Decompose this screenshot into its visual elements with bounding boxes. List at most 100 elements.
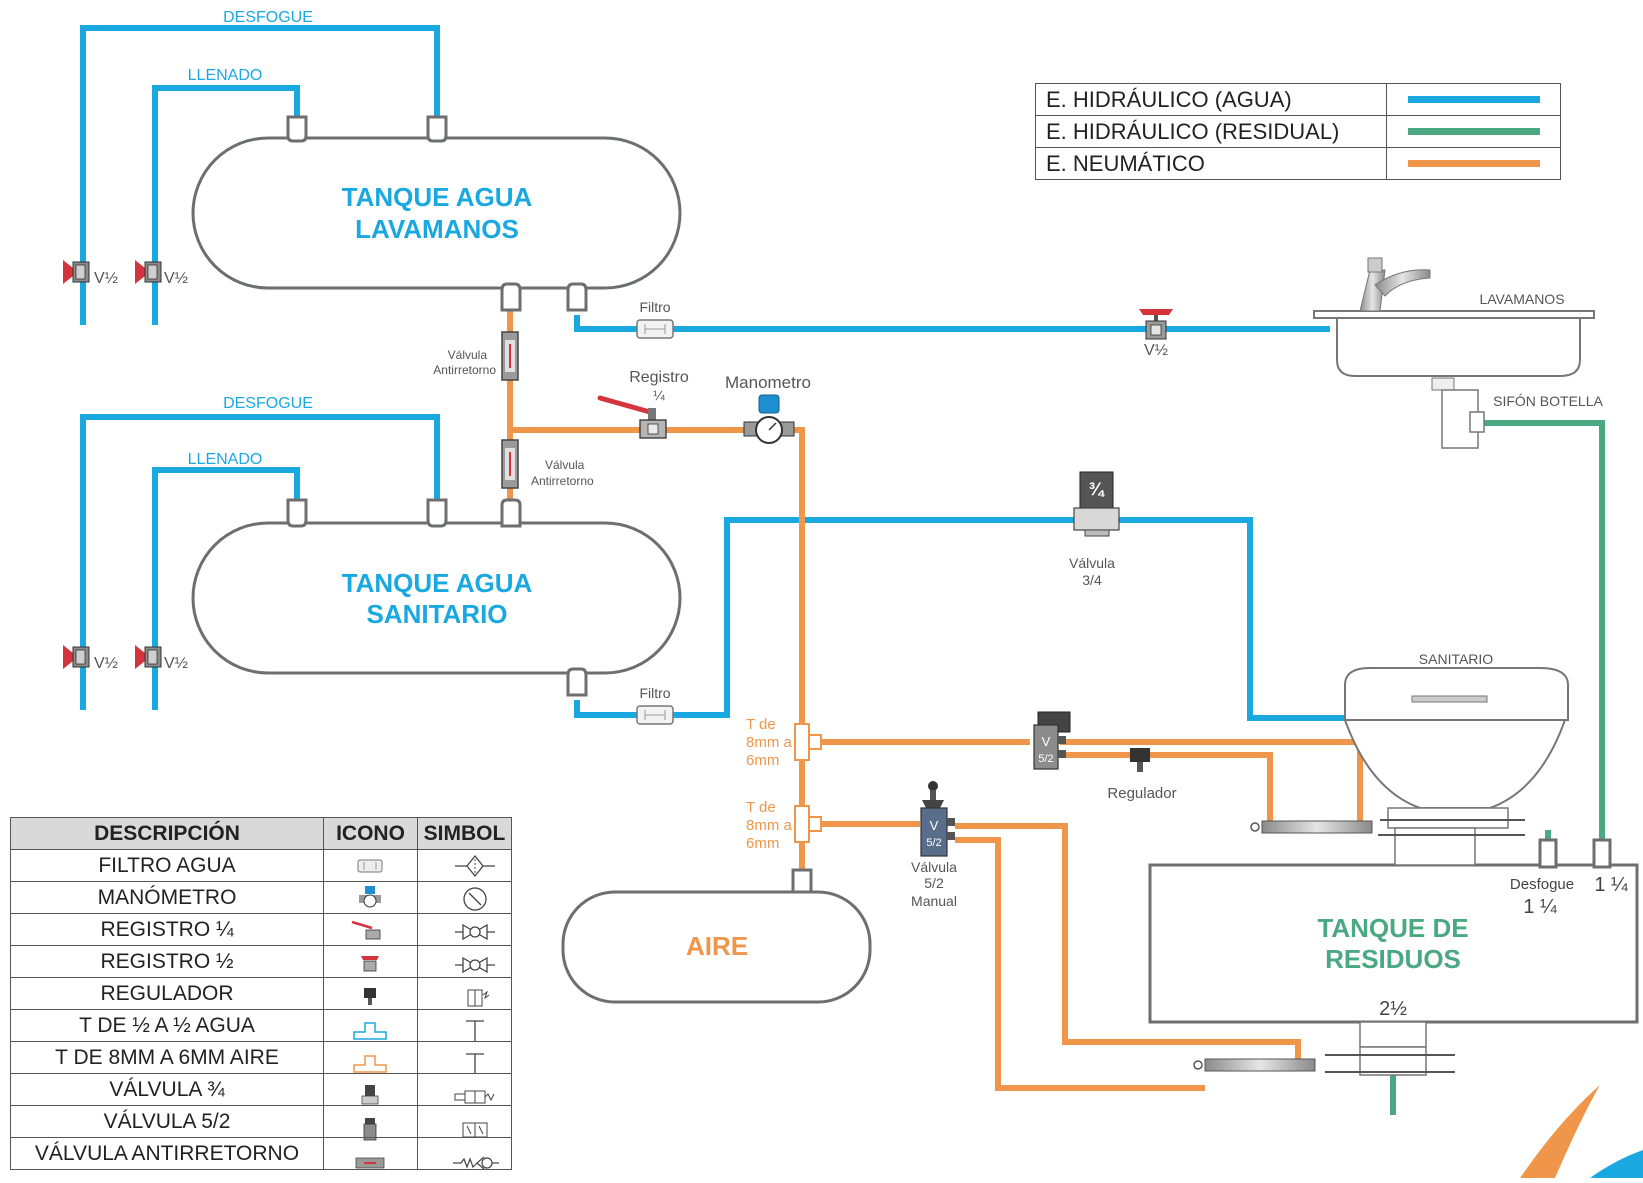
table-row: T DE 8MM A 6MM AIRE	[10, 1041, 512, 1074]
desfogue-label-2: DESFOGUE	[223, 395, 313, 412]
check-valve-1-sublabel: Antirretorno	[433, 363, 496, 377]
legend-air-label: E. NEUMÁTICO	[1035, 147, 1387, 180]
tank-residuos-title-2: RESIDUOS	[1325, 944, 1461, 974]
table-row: VÁLVULA 5/2	[10, 1105, 512, 1138]
fill-valve-3[interactable]	[63, 645, 90, 669]
tank-lavamanos-title-1: TANQUE AGUA	[342, 182, 533, 212]
legend-waste-swatch	[1407, 128, 1540, 135]
fill-valve-1[interactable]	[63, 260, 90, 284]
residuos-inlet-size: 1 ¼	[1594, 874, 1628, 896]
check-valve-1	[501, 331, 519, 381]
valve-52-manual-label-3: Manual	[911, 893, 957, 909]
solenoid-label: Válvula	[1069, 555, 1115, 571]
row-description: MANÓMETRO	[10, 881, 324, 914]
fill-valve-4[interactable]	[135, 645, 162, 669]
row-description: VÁLVULA ANTIRRETORNO	[10, 1137, 324, 1170]
manometer	[743, 394, 795, 444]
table-row: REGISTRO ½	[10, 945, 512, 978]
sifon-label: SIFÓN BOTELLA	[1493, 393, 1603, 409]
solenoid-badge: ¾	[1088, 479, 1105, 499]
desfogue-label-1: DESFOGUE	[223, 9, 313, 26]
header-description: DESCRIPCIÓN	[10, 817, 324, 850]
legend-row-waste: E. HIDRÁULICO (RESIDUAL)	[1035, 115, 1561, 148]
ball-valve-registro[interactable]	[597, 395, 667, 439]
table-row: REGISTRO ¼	[10, 913, 512, 946]
legend-row-water: E. HIDRÁULICO (AGUA)	[1035, 83, 1561, 116]
header-icon: ICONO	[323, 817, 418, 850]
air-tee-1-label-2: 8mm a	[746, 734, 793, 751]
air-tee-1-label-3: 6mm	[746, 752, 779, 769]
tank-residuos-title-1: TANQUE DE	[1317, 913, 1468, 943]
tank-lavamanos-title-2: LAVAMANOS	[355, 214, 519, 244]
table-row: FILTRO AGUA	[10, 849, 512, 882]
solenoid-size: 3/4	[1082, 572, 1102, 588]
component-table: DESCRIPCIÓN ICONO SIMBOL FILTRO AGUA MAN…	[10, 817, 512, 1170]
air-tee-2-label-2: 8mm a	[746, 817, 793, 834]
legend-water-label: E. HIDRÁULICO (AGUA)	[1035, 83, 1387, 116]
water-pipes	[80, 25, 1345, 721]
valve-52-manual-label-1: Válvula	[911, 859, 957, 875]
tank-sanitario-title-1: TANQUE AGUA	[342, 568, 533, 598]
fill-valve-1-label: V½	[94, 270, 118, 287]
llenado-label-1: LLENADO	[188, 67, 263, 84]
row-description: VÁLVULA ¾	[10, 1073, 324, 1106]
air-tee-2	[794, 805, 822, 843]
check-valve-1-label: Válvula	[448, 348, 488, 362]
row-description: REGISTRO ¼	[10, 913, 324, 946]
legend-water-swatch	[1407, 96, 1540, 103]
legend-air-swatch	[1407, 160, 1540, 167]
component-table-header: DESCRIPCIÓN ICONO SIMBOL	[10, 817, 512, 850]
legend-waste-label: E. HIDRÁULICO (RESIDUAL)	[1035, 115, 1387, 148]
valve-52-manual[interactable]	[920, 781, 955, 857]
llenado-label-2: LLENADO	[188, 451, 263, 468]
fill-valve-3-label: V½	[94, 655, 118, 672]
fill-valve-2[interactable]	[135, 260, 162, 284]
table-row: REGULADOR	[10, 977, 512, 1010]
air-tee-2-label-3: 6mm	[746, 835, 779, 852]
tank-aire: AIRE	[561, 890, 872, 1004]
check-valve-2	[501, 439, 519, 489]
tank-sanitario: TANQUE AGUA SANITARIO	[191, 521, 682, 675]
lavamanos-label: LAVAMANOS	[1479, 291, 1564, 307]
row-description: T DE 8MM A 6MM AIRE	[10, 1041, 324, 1074]
table-row: VÁLVULA ANTIRRETORNO	[10, 1137, 512, 1170]
filter-2	[636, 705, 674, 725]
valve-52-manual-label-2: 5/2	[924, 875, 944, 891]
filter-1-label: Filtro	[639, 299, 670, 315]
row-description: FILTRO AGUA	[10, 849, 324, 882]
tank-sanitario-title-2: SANITARIO	[366, 599, 507, 629]
lavamanos-valve-label: V½	[1144, 342, 1168, 359]
lavamanos-valve[interactable]	[1139, 309, 1173, 340]
tank-nozzles	[286, 115, 1612, 894]
solenoid-valve-34[interactable]	[1073, 471, 1120, 537]
registro-size: ¼	[653, 387, 665, 403]
valve-52-manual-letter: V	[930, 818, 939, 833]
table-row: T DE ½ A ½ AGUA	[10, 1009, 512, 1042]
air-tee-2-label-1: T de	[746, 799, 776, 816]
legend-row-air: E. NEUMÁTICO	[1035, 147, 1561, 180]
table-row: VÁLVULA ¾	[10, 1073, 512, 1106]
residuos-outlet-size: 2½	[1379, 998, 1407, 1020]
registro-label: Registro	[629, 369, 689, 386]
residuos-desfogue-size: 1 ¼	[1523, 896, 1557, 918]
row-description: REGISTRO ½	[10, 945, 324, 978]
check-valve-2-sublabel: Antirretorno	[531, 474, 594, 488]
valve-52-letter: V	[1042, 734, 1051, 749]
row-description: T DE ½ A ½ AGUA	[10, 1009, 324, 1042]
table-row: MANÓMETRO	[10, 881, 512, 914]
sanitario-toilet	[1250, 667, 1569, 866]
valve-52-size: 5/2	[1038, 753, 1053, 765]
tank-lavamanos: TANQUE AGUA LAVAMANOS	[191, 136, 682, 290]
residuos-desfogue-label: Desfogue	[1510, 876, 1574, 893]
lavamanos-sink	[1313, 257, 1595, 449]
waste-outlet-valve	[1193, 1021, 1455, 1076]
row-description: REGULADOR	[10, 977, 324, 1010]
valve-52-solenoid[interactable]	[1033, 711, 1071, 770]
filter-2-label: Filtro	[639, 685, 670, 701]
pipe-legend: E. HIDRÁULICO (AGUA) E. HIDRÁULICO (RESI…	[1035, 83, 1561, 180]
company-logo	[1520, 1085, 1643, 1178]
regulator	[1130, 748, 1150, 772]
header-symbol: SIMBOL	[417, 817, 512, 850]
